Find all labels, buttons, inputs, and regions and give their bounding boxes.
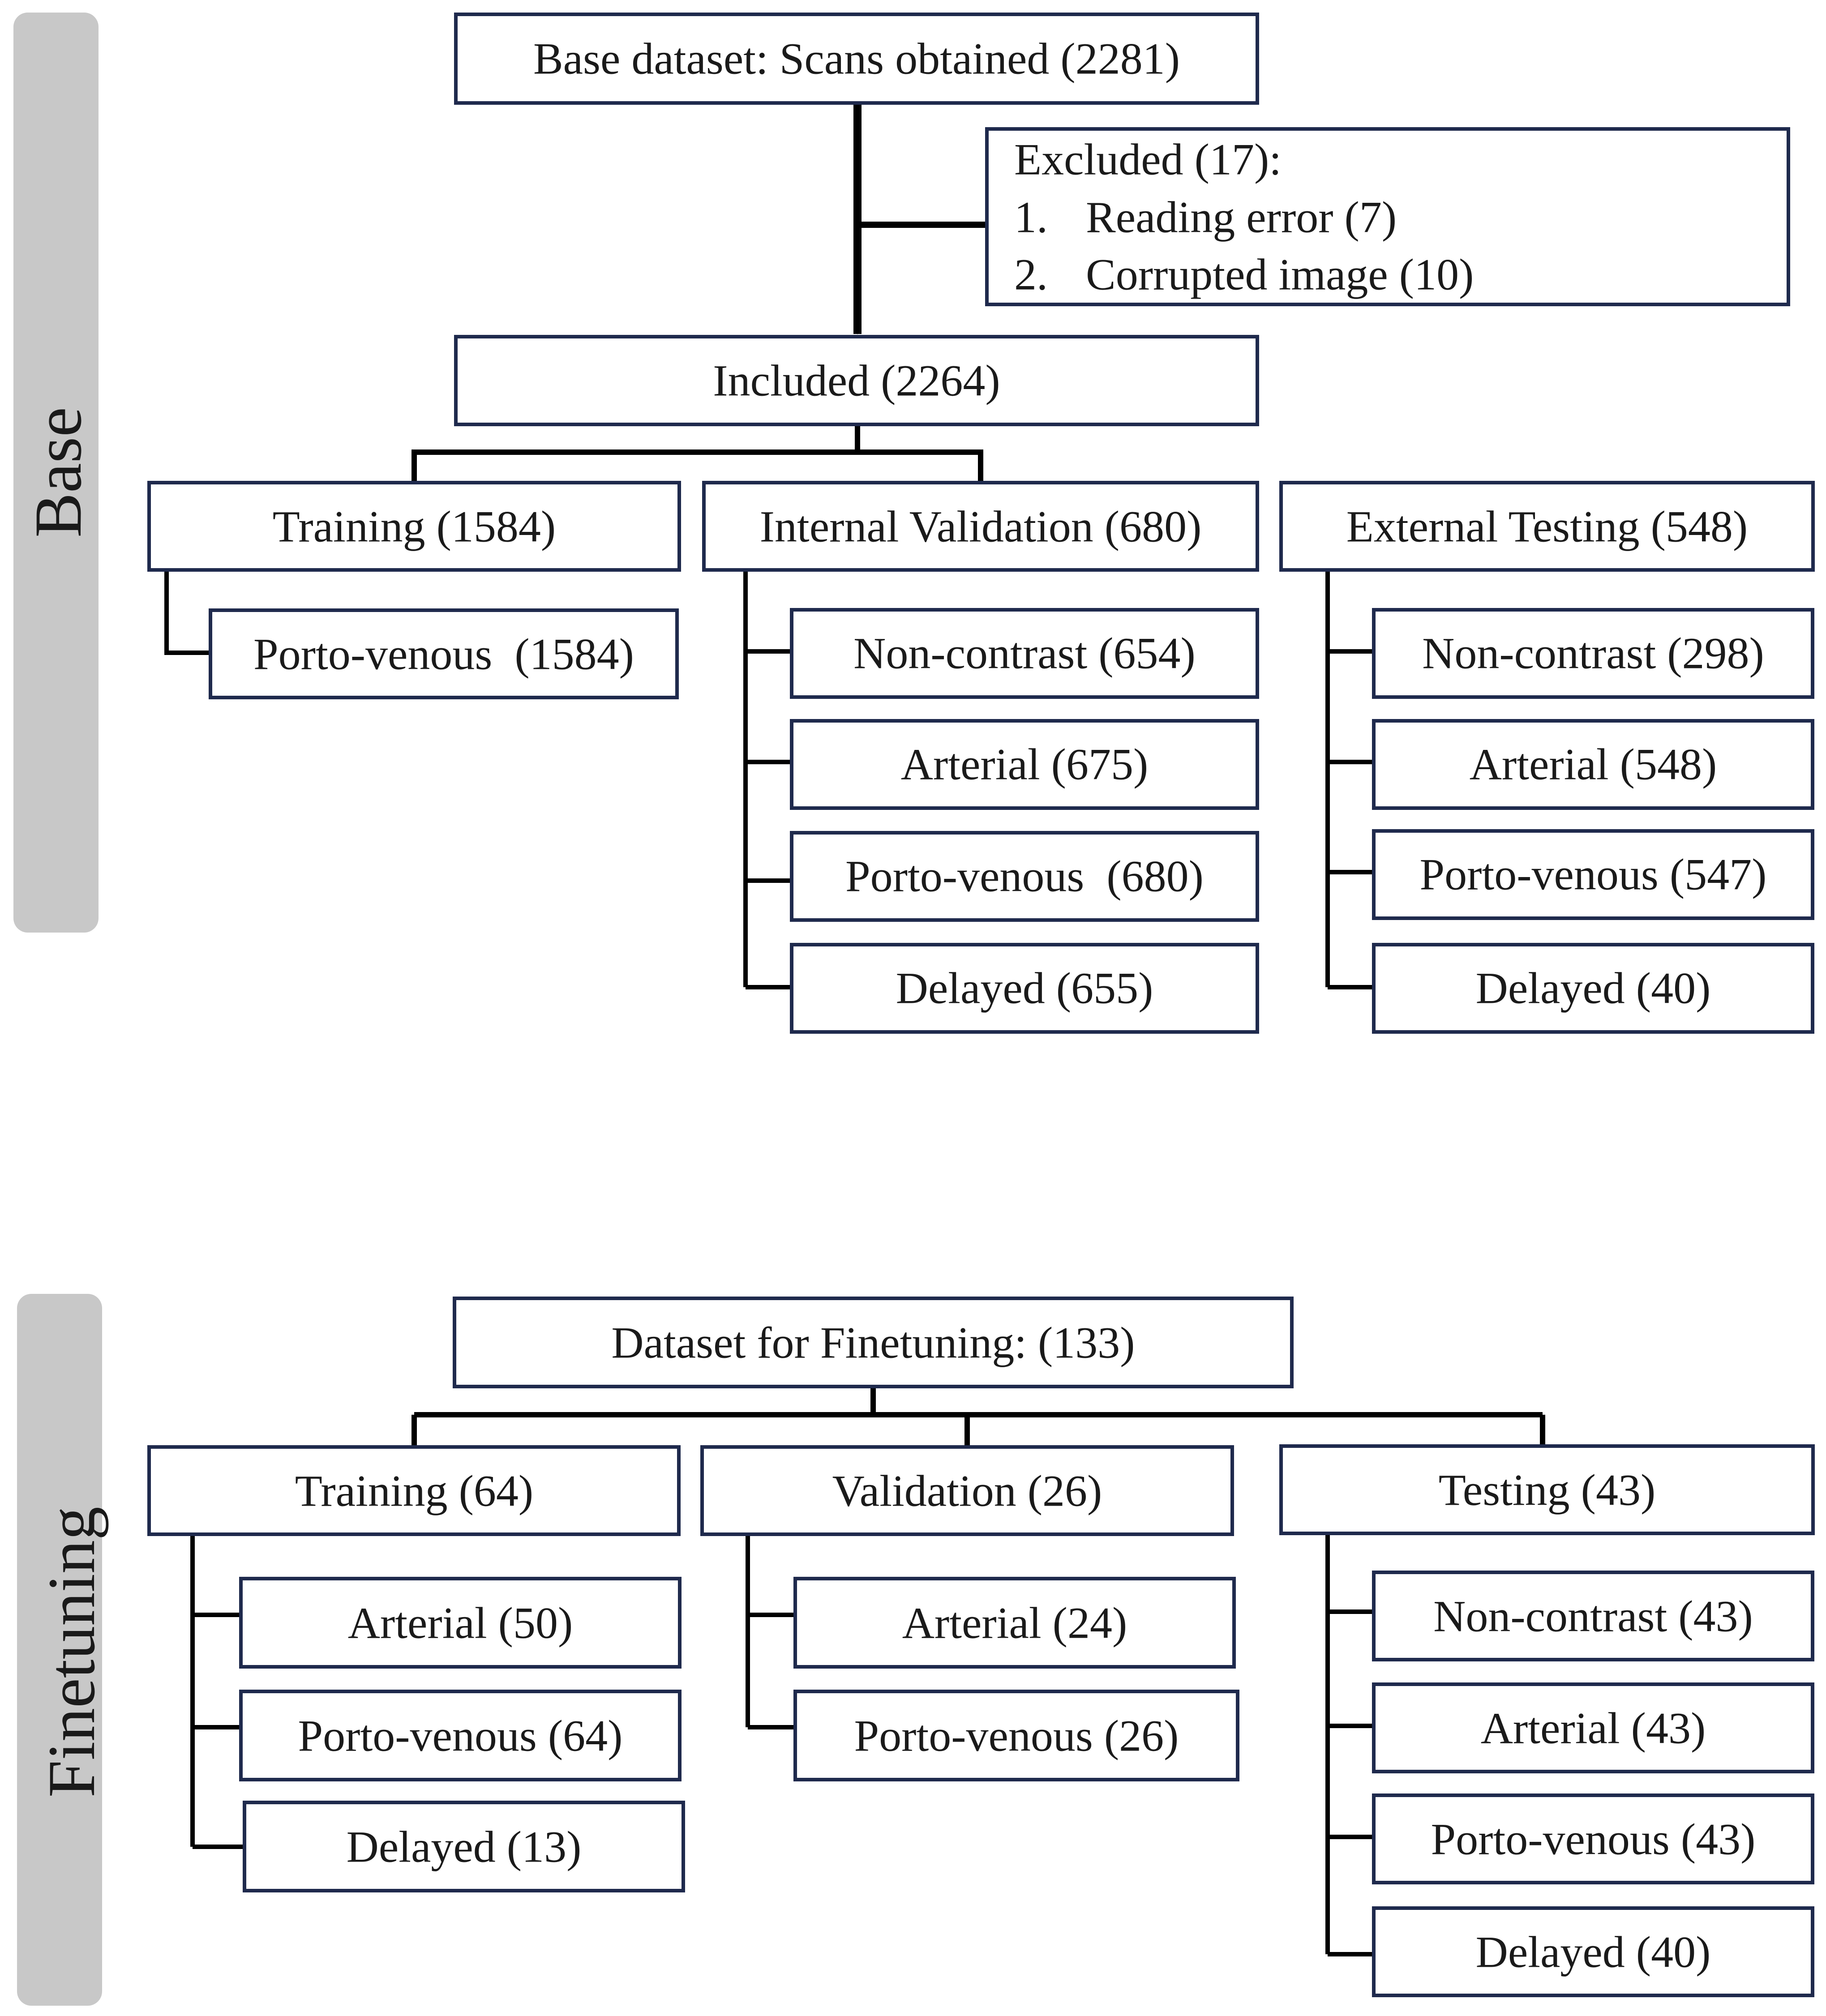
child-label: Porto-venous (680)	[845, 852, 1204, 901]
excluded-item-number: 2.	[1014, 250, 1048, 300]
child-label: Arterial (675)	[901, 740, 1149, 789]
ft-child-box	[243, 1801, 685, 1892]
finetuning-boxes	[147, 1297, 1815, 1997]
child-box	[790, 943, 1259, 1034]
child-box	[209, 608, 679, 699]
finetuning-connectors	[149, 1388, 1545, 1956]
base-connectors	[164, 104, 1373, 989]
excluded-title: Excluded (17):	[1014, 135, 1282, 184]
ft-child-label: Non-contrast (43)	[1433, 1592, 1753, 1641]
ft-child-label: Delayed (40)	[1476, 1927, 1711, 1977]
training-child-arrow	[164, 571, 211, 655]
ft-group-box	[147, 1445, 681, 1536]
section-label-base: Base	[21, 407, 95, 538]
base-boxes	[147, 13, 1815, 1034]
section-band-base-bg	[13, 13, 99, 933]
base-text: Base dataset: Scans obtained (2281) Excl…	[253, 34, 1766, 1013]
group-box	[1279, 481, 1815, 572]
child-label: Delayed (40)	[1476, 963, 1711, 1013]
included-label: Included (2264)	[713, 356, 1000, 406]
ft-child-box	[239, 1577, 682, 1669]
ft-child-label: Arterial (43)	[1481, 1704, 1706, 1753]
ft-group-label: Testing (43)	[1439, 1465, 1656, 1515]
excluded-box	[985, 127, 1790, 306]
group-box	[147, 481, 681, 572]
ft-child-box	[793, 1577, 1236, 1669]
ft-group-label: Training (64)	[295, 1466, 533, 1516]
ft-child-box	[793, 1690, 1239, 1781]
section-band-base: Base	[13, 13, 99, 933]
section-label-finetuning: Finetuning	[34, 1507, 109, 1798]
ft-child-box	[1372, 1571, 1814, 1661]
group-label: Training (1584)	[273, 502, 556, 552]
child-box	[1372, 719, 1814, 810]
ft-group-label: Validation (26)	[832, 1466, 1102, 1516]
ft-child-label: Porto-venous (43)	[1431, 1815, 1756, 1864]
child-box	[790, 831, 1259, 922]
child-label: Porto-venous (547)	[1420, 850, 1767, 899]
child-label: Non-contrast (298)	[1422, 629, 1764, 678]
included-box	[454, 335, 1259, 426]
child-box	[1372, 608, 1814, 699]
child-box	[1372, 943, 1814, 1034]
excluded-item-text: Corrupted image (10)	[1086, 250, 1474, 300]
included-to-validation-arrow	[857, 449, 983, 483]
ft-child-label: Porto-venous (26)	[854, 1711, 1179, 1761]
child-box	[790, 719, 1259, 810]
child-label: Delayed (655)	[896, 963, 1153, 1013]
child-label: Non-contrast (654)	[853, 629, 1196, 678]
included-to-training-arrow	[411, 425, 860, 483]
ft-child-label: Delayed (13)	[347, 1822, 582, 1872]
child-label: Porto-venous (1584)	[253, 629, 634, 679]
finetuning-text: Dataset for Finetuning: (133) Training (…	[295, 1318, 1756, 1977]
ft-group-box	[700, 1445, 1234, 1536]
ft-root-label: Dataset for Finetuning: (133)	[611, 1318, 1135, 1368]
ft-child-label: Porto-venous (64)	[298, 1711, 623, 1761]
root-box	[454, 13, 1259, 105]
section-band-finetuning: Finetuning	[17, 1294, 109, 2006]
ft-group-box	[1279, 1444, 1815, 1535]
root-label: Base dataset: Scans obtained (2281)	[533, 34, 1180, 84]
group-box	[702, 481, 1259, 572]
group-label: External Testing (548)	[1346, 502, 1748, 552]
child-label: Arterial (548)	[1470, 740, 1717, 789]
child-box	[1372, 829, 1814, 920]
excluded-item-number: 1.	[1014, 193, 1048, 242]
excluded-item-text: Reading error (7)	[1086, 193, 1397, 242]
group-label: Internal Validation (680)	[760, 502, 1202, 552]
ft-child-label: Arterial (50)	[348, 1598, 573, 1648]
ft-child-label: Arterial (24)	[902, 1598, 1127, 1648]
ft-child-box	[1372, 1793, 1814, 1884]
child-box	[790, 608, 1259, 699]
ft-child-box	[1372, 1682, 1814, 1773]
ft-child-box	[239, 1690, 682, 1781]
ft-child-box	[1372, 1906, 1814, 1997]
ft-root-box	[453, 1297, 1294, 1388]
section-band-finetuning-bg	[17, 1294, 102, 2006]
